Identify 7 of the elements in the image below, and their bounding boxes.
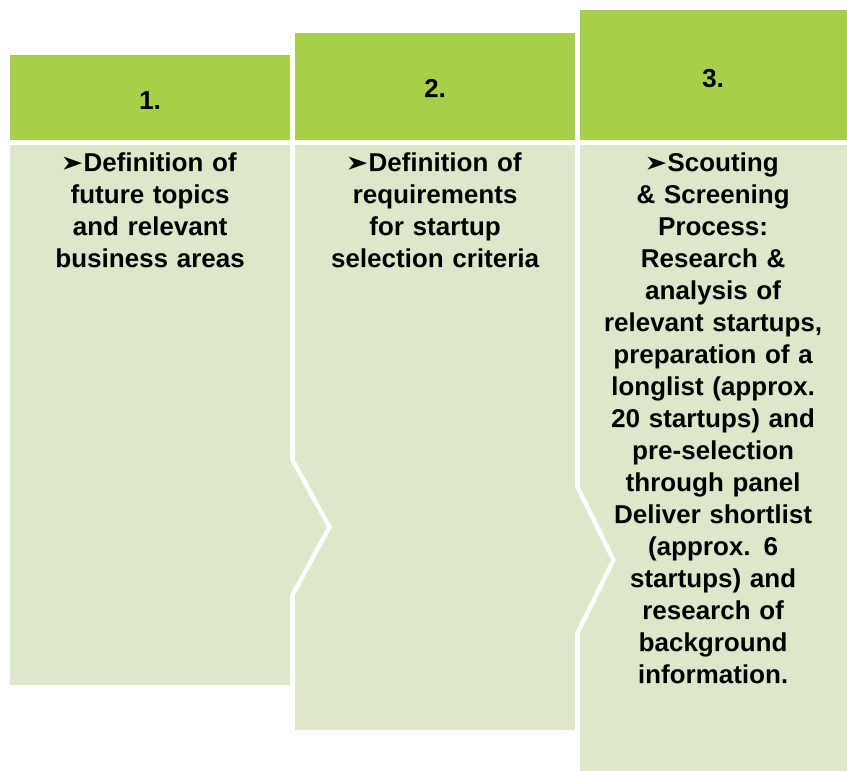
step-header: 3. [580, 10, 847, 140]
node-label: Definition of requirements for startup selection criteria [332, 152, 540, 268]
step-body: Definition of future topics and relevant business areas [10, 145, 327, 685]
node-label: Definition of future topics and relevant business areas [57, 152, 244, 268]
step-header: 1. [10, 55, 290, 140]
step-header: 2. [295, 33, 575, 140]
step-body: Scouting & Screening Process: Research & analysis of relevant startups, preparation of a longlist (approx. 20 startups) and pre-selection through panel Deliver shortlist (approx. 6 startups) and research of background information. [580, 145, 847, 771]
